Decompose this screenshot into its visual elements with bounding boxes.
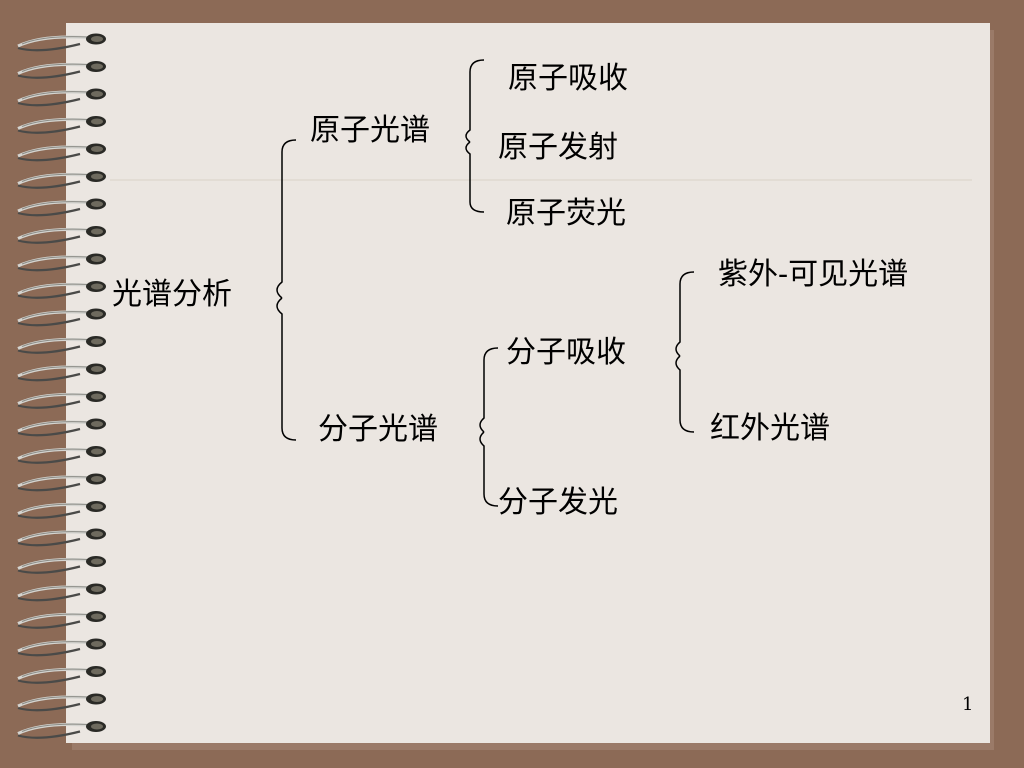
spiral-ring — [17, 693, 106, 712]
paper-sheet — [66, 23, 990, 743]
node-atomic-fluorescence: 原子荧光 — [506, 196, 626, 231]
spiral-ring — [17, 308, 106, 327]
node-infrared-spectrum: 红外光谱 — [710, 411, 830, 446]
page-number: 1 — [962, 694, 974, 715]
node-atomic-spectrum: 原子光谱 — [310, 113, 430, 148]
spiral-ring — [17, 226, 106, 244]
spiral-ring — [17, 556, 106, 574]
spiral-ring — [17, 418, 106, 437]
spiral-ring — [17, 281, 106, 299]
spiral-ring — [17, 61, 106, 79]
spiral-ring — [17, 391, 106, 409]
node-molecular-luminescence: 分子发光 — [498, 485, 618, 520]
brace-root-upper — [276, 139, 297, 299]
brace-molecular-upper — [479, 347, 499, 433]
spiral-ring — [17, 638, 106, 657]
spiral-ring — [17, 253, 106, 272]
brace-atomic-lower — [465, 141, 485, 213]
node-atomic-absorption: 原子吸收 — [508, 61, 628, 96]
spiral-ring — [17, 473, 106, 492]
spiral-ring — [17, 446, 106, 464]
brace-absorption-upper — [675, 271, 695, 357]
spiral-ring — [17, 88, 106, 107]
spiral-ring — [17, 666, 106, 684]
brace-atomic-upper — [465, 59, 485, 143]
spiral-ring — [17, 721, 106, 739]
spiral-ring — [17, 528, 106, 547]
node-spectral-analysis: 光谱分析 — [112, 277, 232, 312]
spiral-ring — [17, 336, 106, 354]
node-molecular-absorption: 分子吸收 — [506, 335, 626, 370]
brace-root-lower — [276, 297, 297, 441]
node-uv-vis-spectrum: 紫外-可见光谱 — [718, 257, 909, 292]
spiral-ring — [17, 363, 106, 382]
brace-molecular-lower — [479, 431, 499, 507]
spiral-ring — [17, 116, 106, 134]
spiral-ring — [17, 611, 106, 629]
spiral-ring — [17, 143, 106, 162]
brace-absorption-lower — [675, 355, 695, 433]
node-atomic-emission: 原子发射 — [498, 130, 618, 165]
spiral-ring — [17, 171, 106, 189]
node-molecular-spectrum: 分子光谱 — [318, 412, 438, 447]
spiral-binding-icon — [17, 33, 106, 739]
spiral-ring — [17, 33, 106, 52]
spiral-ring — [17, 583, 106, 602]
spiral-ring — [17, 501, 106, 519]
spiral-ring — [17, 198, 106, 217]
